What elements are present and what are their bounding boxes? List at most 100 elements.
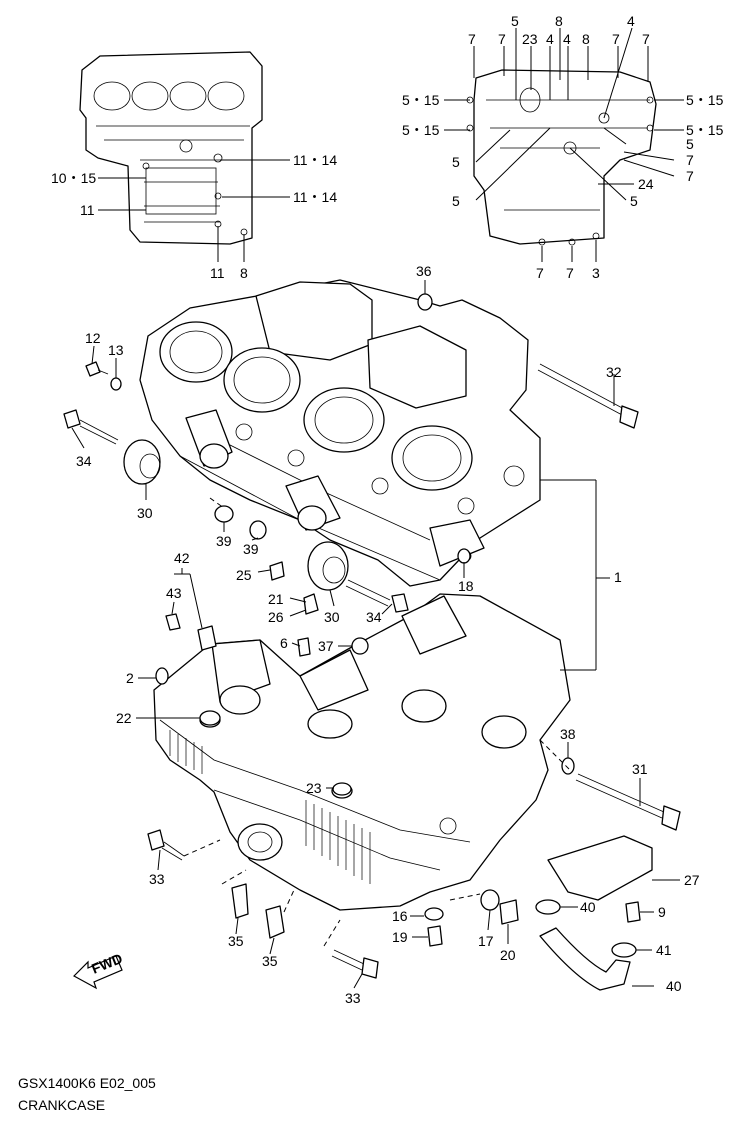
callout-43: 43 bbox=[166, 585, 182, 601]
fwd-arrow-icon: FWD bbox=[73, 950, 125, 990]
seal-36 bbox=[417, 293, 433, 311]
callout-23: 23 bbox=[306, 780, 322, 796]
callout-18: 18 bbox=[458, 578, 474, 594]
callout-4: 4 bbox=[546, 31, 554, 47]
callout-5: 5 bbox=[686, 136, 694, 152]
callout-7: 7 bbox=[498, 31, 506, 47]
plug-42 bbox=[197, 625, 217, 651]
leaders-main bbox=[71, 280, 680, 989]
callout-7: 7 bbox=[566, 265, 574, 281]
callout-8: 8 bbox=[582, 31, 590, 47]
callout-4: 4 bbox=[627, 13, 635, 29]
plug-18 bbox=[457, 548, 471, 564]
callout-30: 30 bbox=[137, 505, 153, 521]
bolt-31 bbox=[661, 805, 681, 831]
washer-13 bbox=[110, 377, 122, 391]
callout-3: 3 bbox=[592, 265, 600, 281]
bush-30-center bbox=[307, 541, 349, 591]
callout-36: 36 bbox=[416, 263, 432, 279]
loose-parts bbox=[63, 293, 681, 991]
callout-21: 21 bbox=[268, 591, 284, 607]
plug-19 bbox=[427, 925, 443, 947]
callout-5: 5 bbox=[511, 13, 519, 29]
callout-22: 22 bbox=[116, 710, 132, 726]
inset-side-view bbox=[79, 51, 263, 245]
callout-39: 39 bbox=[216, 533, 232, 549]
callout-35: 35 bbox=[262, 953, 278, 969]
callout-5-15: 5・15 bbox=[402, 122, 440, 138]
callout-42: 42 bbox=[174, 550, 190, 566]
callout-30: 30 bbox=[324, 609, 340, 625]
callout-7: 7 bbox=[642, 31, 650, 47]
callout-41: 41 bbox=[656, 942, 672, 958]
dowel-2 bbox=[155, 667, 169, 685]
callout-7: 7 bbox=[468, 31, 476, 47]
seal-38 bbox=[561, 757, 575, 775]
plug-20 bbox=[499, 899, 519, 925]
callout-24: 24 bbox=[638, 176, 654, 192]
callout-5: 5 bbox=[452, 154, 460, 170]
caption-title: CRANKCASE bbox=[18, 1097, 105, 1113]
callout-9: 9 bbox=[658, 904, 666, 920]
ring-23 bbox=[332, 782, 352, 796]
callout-25: 25 bbox=[236, 567, 252, 583]
callout-32: 32 bbox=[606, 364, 622, 380]
callout-11-14: 11・14 bbox=[293, 152, 337, 168]
bolt-12 bbox=[85, 361, 101, 377]
callout-39: 39 bbox=[243, 541, 259, 557]
callout-8: 8 bbox=[240, 265, 248, 281]
bolt-9 bbox=[625, 901, 641, 923]
bolt-33-left bbox=[147, 829, 165, 851]
callout-7: 7 bbox=[536, 265, 544, 281]
callout-40: 40 bbox=[666, 978, 682, 994]
callout-10-15: 10・15 bbox=[51, 170, 96, 186]
callout-5-15: 5・15 bbox=[686, 122, 724, 138]
callout-5: 5 bbox=[452, 193, 460, 209]
callout-26: 26 bbox=[268, 609, 284, 625]
bolt-32 bbox=[619, 405, 639, 429]
callout-19: 19 bbox=[392, 929, 408, 945]
callout-5: 5 bbox=[630, 193, 638, 209]
callout-33: 33 bbox=[345, 990, 361, 1006]
callout-5-15: 5・15 bbox=[686, 92, 724, 108]
callout-6: 6 bbox=[280, 635, 288, 651]
bush-30-left bbox=[123, 439, 161, 485]
callout-40: 40 bbox=[580, 899, 596, 915]
callout-13: 13 bbox=[108, 342, 124, 358]
callout-34: 34 bbox=[76, 453, 92, 469]
dowel-39 bbox=[214, 505, 234, 523]
bolt-33-bottom bbox=[361, 957, 379, 979]
gasket-17 bbox=[480, 889, 500, 911]
ring-41 bbox=[611, 942, 637, 958]
callout-27: 27 bbox=[684, 872, 700, 888]
hose-40 bbox=[539, 927, 631, 991]
seal-37 bbox=[351, 637, 369, 655]
cover-27 bbox=[547, 835, 653, 901]
callout-23: 23 bbox=[522, 31, 538, 47]
callout-11-14: 11・14 bbox=[293, 189, 337, 205]
inset-bottom-view bbox=[466, 69, 657, 246]
plug-43 bbox=[165, 613, 181, 631]
ring-40-upper bbox=[535, 899, 561, 915]
callout-11: 11 bbox=[210, 265, 225, 281]
caption-model: GSX1400K6 E02_005 bbox=[18, 1075, 156, 1091]
plug-25 bbox=[269, 561, 285, 581]
callout-4: 4 bbox=[563, 31, 571, 47]
callout-7: 7 bbox=[686, 152, 694, 168]
callout-38: 38 bbox=[560, 726, 576, 742]
inset-bottom-leaders bbox=[444, 27, 684, 262]
bracket-35-right bbox=[265, 905, 285, 939]
callout-31: 31 bbox=[632, 761, 648, 777]
bolt-34-center bbox=[391, 593, 409, 613]
callout-5-15: 5・15 bbox=[402, 92, 440, 108]
callout-12: 12 bbox=[85, 330, 101, 346]
upper-crankcase bbox=[139, 279, 541, 587]
callout-1: 1 bbox=[614, 569, 622, 585]
callout-17: 17 bbox=[478, 933, 494, 949]
inset-side-leaders bbox=[98, 159, 290, 262]
callout-7: 7 bbox=[612, 31, 620, 47]
callout-33: 33 bbox=[149, 871, 165, 887]
bolt-34-left bbox=[63, 409, 81, 429]
callout-34: 34 bbox=[366, 609, 382, 625]
